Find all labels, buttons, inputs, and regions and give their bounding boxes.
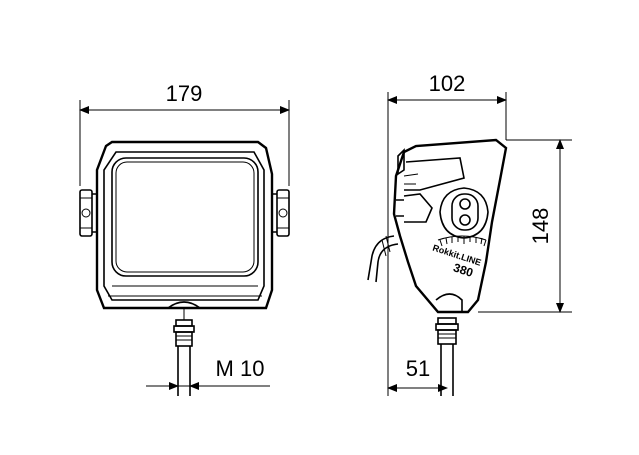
dimension-width: 179 xyxy=(79,81,290,186)
dimension-thread: M 10 xyxy=(146,356,270,390)
front-mounting-bolt xyxy=(173,308,195,396)
front-housing-outline xyxy=(95,140,274,310)
side-model-label: 380 xyxy=(452,260,476,280)
right-bracket xyxy=(272,189,290,237)
side-mounting-bolt xyxy=(435,317,459,396)
front-bottom-mount xyxy=(167,301,201,309)
left-bracket xyxy=(79,189,97,237)
side-view: Rokkit.LINE 380 xyxy=(367,138,508,396)
front-lens xyxy=(111,157,259,277)
depth-label: 102 xyxy=(429,71,466,96)
front-lens-inner xyxy=(115,161,255,273)
height-label: 148 xyxy=(528,208,553,245)
side-angle-scale xyxy=(437,235,487,247)
dimension-height: 148 xyxy=(478,139,572,313)
side-cable xyxy=(367,235,399,283)
mount-offset-label: 51 xyxy=(406,356,430,381)
side-pivot-knob xyxy=(439,187,489,239)
dimension-depth: 102 xyxy=(387,71,507,396)
side-base xyxy=(435,293,463,312)
front-bezel xyxy=(103,151,265,301)
thread-label: M 10 xyxy=(216,356,265,381)
front-bottom-bevel xyxy=(108,285,262,297)
width-label: 179 xyxy=(166,81,203,106)
side-front-face xyxy=(397,148,405,176)
side-housing-outline xyxy=(392,138,508,314)
dimension-mount-offset: 51 xyxy=(387,356,448,392)
